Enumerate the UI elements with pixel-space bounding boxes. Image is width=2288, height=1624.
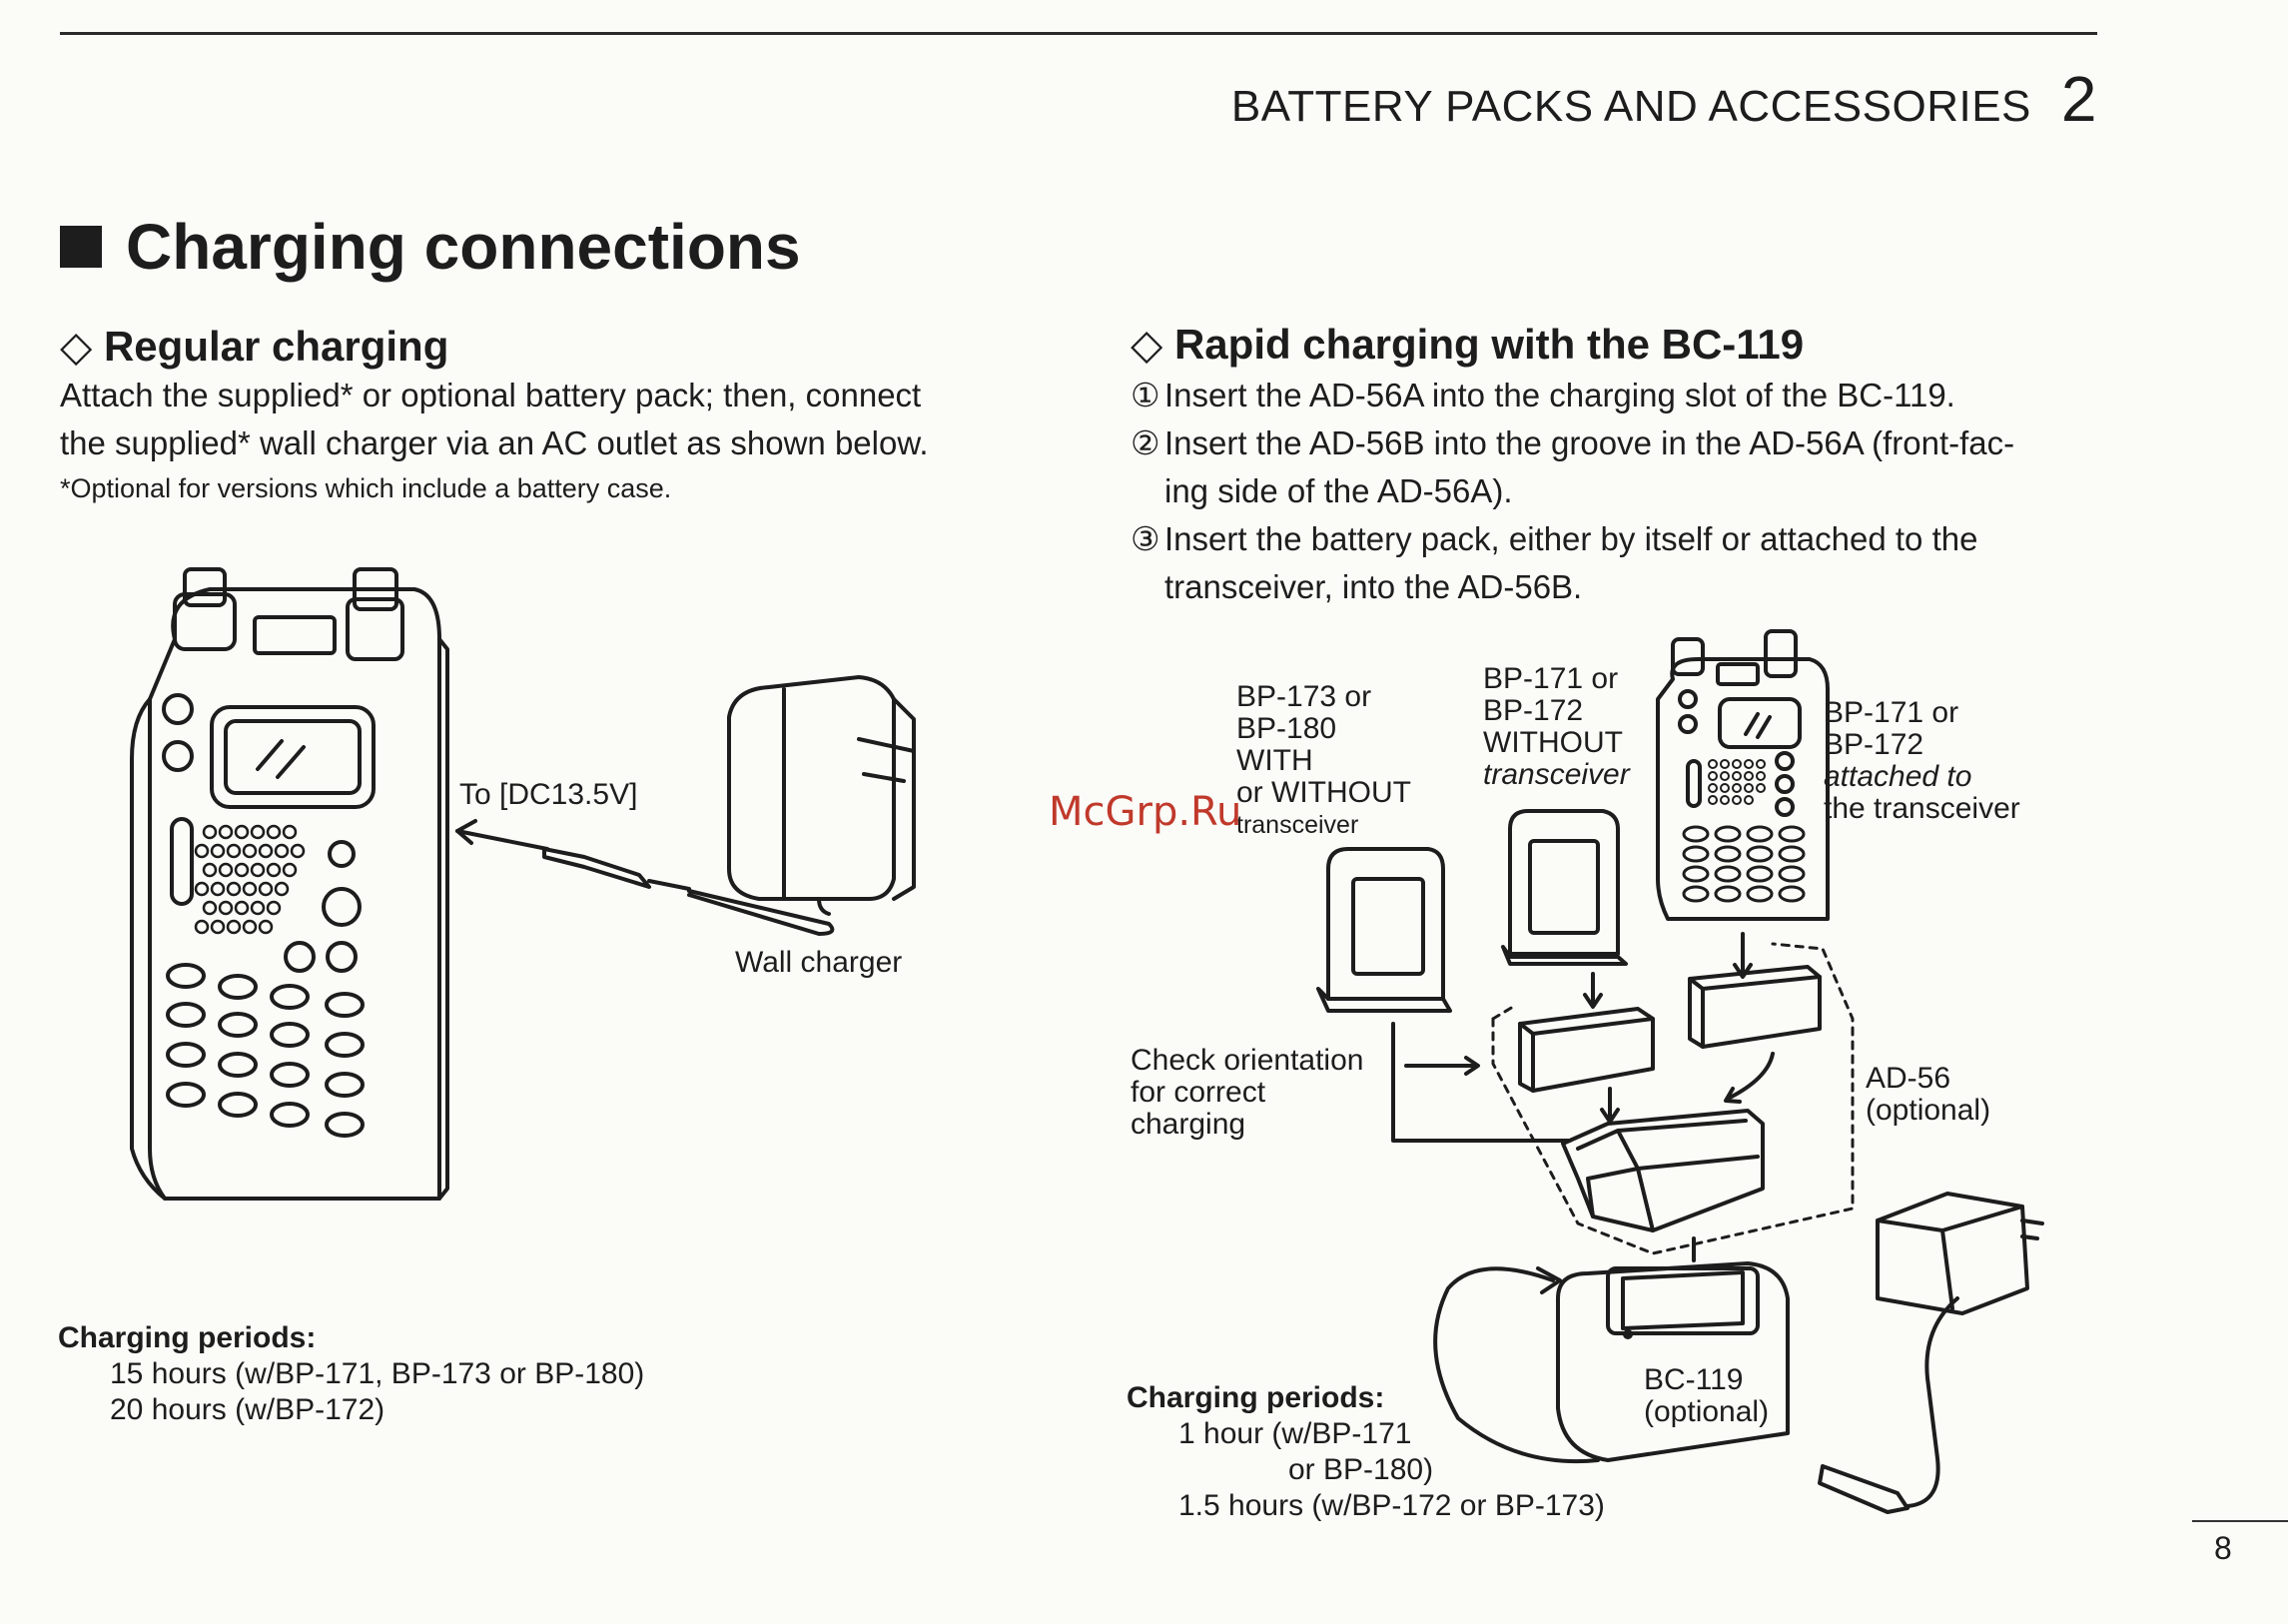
ad56a-holder-illustration <box>1561 1109 1765 1232</box>
battery-label-b: BP-171 or BP-172 WITHOUT transceiver <box>1483 662 1630 791</box>
wall-charger-label: Wall charger <box>735 946 903 979</box>
ad56-dashed-outline <box>1491 942 1855 1255</box>
step-1: ① Insert the AD-56A into the charging sl… <box>1131 377 1955 413</box>
battery-pack-a-illustration <box>1316 847 1452 1013</box>
step-2-continued: ing side of the AD-56A). <box>1164 472 1513 509</box>
battery-pack-b-illustration <box>1501 809 1628 966</box>
footnote: *Optional for versions which include a b… <box>60 473 672 503</box>
page-title: Charging connections <box>60 210 801 284</box>
battery-label-c: BP-171 or BP-172 attached to the transce… <box>1824 696 2020 825</box>
ad56-label: AD-56 (optional) <box>1866 1062 1991 1127</box>
square-bullet-icon <box>60 226 102 268</box>
page-number: 8 <box>2214 1530 2232 1566</box>
chapter-number: 2 <box>2060 63 2097 135</box>
bc119-label: BC-119 (optional) <box>1644 1363 1770 1428</box>
step-2: ② Insert the AD-56B into the groove in t… <box>1131 424 2015 461</box>
step-3-continued: transceiver, into the AD-56B. <box>1164 568 1583 605</box>
page-number-rule <box>2192 1520 2288 1522</box>
transceiver-illustration <box>130 567 449 1201</box>
ac-adapter-illustration <box>1876 1192 2044 1315</box>
bc119-charger-illustration <box>1556 1261 1790 1462</box>
ad56b-adapter-illustration <box>1518 965 1822 1093</box>
page-header: BATTERY PACKS AND ACCESSORIES 2 <box>1231 62 2097 136</box>
dc-cable <box>455 819 835 936</box>
regular-charging-heading: ◇ Regular charging <box>60 323 449 370</box>
dc-jack-label: To [DC13.5V] <box>459 778 638 811</box>
top-rule <box>60 32 2097 35</box>
rapid-charging-periods: Charging periods: 1 hour (w/BP-171 or BP… <box>1127 1381 1605 1522</box>
regular-charging-text: Attach the supplied* or optional battery… <box>60 377 929 461</box>
step-3: ③ Insert the battery pack, either by its… <box>1131 520 1978 557</box>
watermark: McGrp.Ru <box>1049 789 1242 835</box>
rapid-charging-heading: ◇ Rapid charging with the BC-119 <box>1131 321 1805 368</box>
wall-charger-illustration <box>727 675 916 916</box>
regular-charging-periods: Charging periods: 15 hours (w/BP-171, BP… <box>58 1321 645 1426</box>
check-orientation-label: Check orientation for correct charging <box>1131 1044 1364 1141</box>
battery-label-a: BP-173 or BP-180 WITH or WITHOUT transce… <box>1236 680 1411 840</box>
rapid-charging-steps: ① Insert the AD-56A into the charging sl… <box>1131 372 2099 611</box>
small-transceiver-illustration <box>1656 629 1830 921</box>
section-title: BATTERY PACKS AND ACCESSORIES <box>1230 82 2031 131</box>
